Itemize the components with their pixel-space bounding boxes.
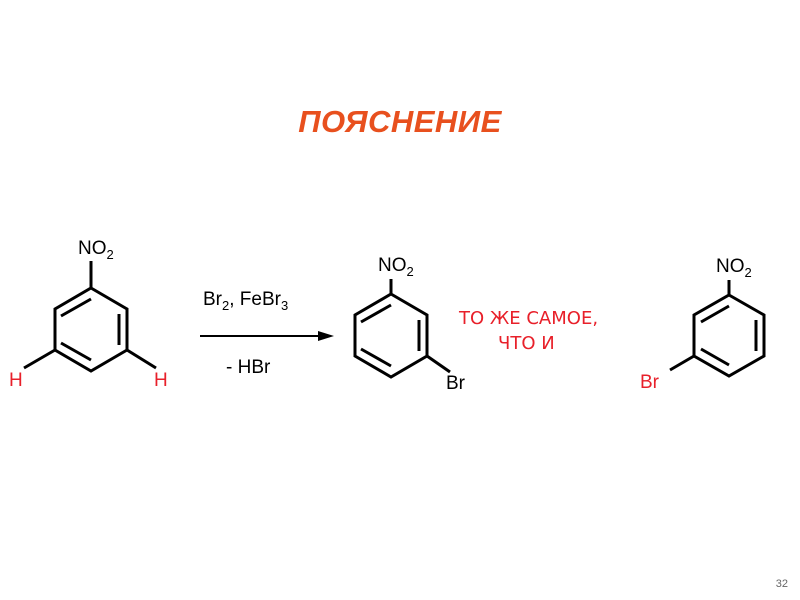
reaction-arrow — [200, 331, 334, 341]
reactant-molecule: NO2 H H — [9, 238, 168, 391]
comparison-ring — [692, 293, 766, 378]
product-no2-label: NO2 — [378, 255, 414, 279]
comparison-br-bond — [669, 354, 695, 372]
reactant-no2-label: NO2 — [78, 238, 114, 262]
product-br-label: Br — [446, 373, 466, 394]
reactant-h-right-bond — [126, 348, 157, 370]
reagents-label: Br2, FeBr3 — [203, 289, 288, 313]
comparison-no2-label: NO2 — [716, 256, 752, 280]
same-as-note-line1: ТО ЖЕ САМОЕ, — [458, 308, 598, 329]
reactant-no2-main: NO — [78, 238, 107, 259]
reactant-h-left-bond — [23, 348, 56, 370]
reactant-h-right: H — [154, 370, 168, 391]
byproduct-label: - HBr — [226, 357, 271, 378]
slide-title: ПОЯСНЕНИЕ — [298, 104, 502, 139]
page-number: 32 — [775, 578, 788, 590]
same-as-note-line2: ЧТО И — [498, 333, 555, 354]
reactant-no2-sub: 2 — [107, 247, 114, 262]
product-br-bond — [426, 354, 451, 374]
comparison-molecule: NO2 Br — [640, 256, 766, 393]
product-molecule: NO2 Br — [353, 255, 466, 394]
reactant-ring — [53, 286, 129, 373]
reactant-h-left: H — [9, 370, 23, 391]
comparison-br-label: Br — [640, 372, 660, 393]
product-ring — [353, 292, 429, 379]
